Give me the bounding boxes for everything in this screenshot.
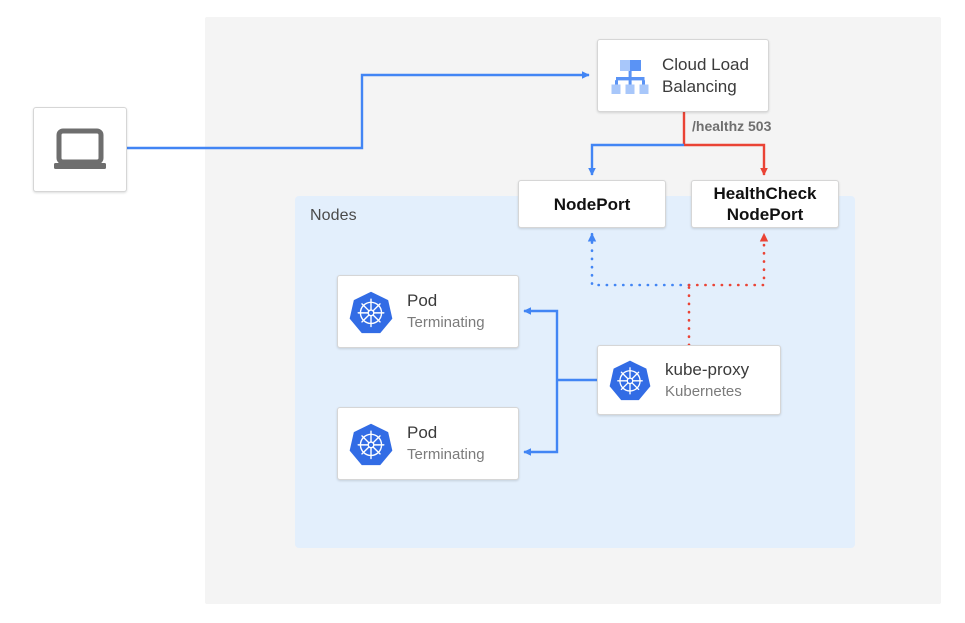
pod-1-subtitle: Terminating (407, 314, 485, 331)
laptop-icon (52, 128, 108, 172)
kubernetes-icon (349, 290, 393, 334)
kube-proxy-title: kube-proxy (665, 359, 750, 379)
cloud-load-balancing-node[interactable]: Cloud Load Balancing (597, 39, 769, 112)
kubernetes-icon (609, 359, 651, 401)
kubernetes-icon (349, 422, 393, 466)
nodeport-title: NodePort (553, 194, 631, 214)
healthcheck-nodeport-title-line2: NodePort (726, 205, 804, 224)
healthcheck-nodeport-title: HealthCheck (713, 184, 817, 203)
cloud-load-balancing-icon (608, 54, 652, 98)
pod-2-subtitle: Terminating (407, 446, 485, 463)
kube-proxy-node[interactable]: kube-proxy Kubernetes (597, 345, 781, 415)
kube-proxy-subtitle: Kubernetes (665, 382, 742, 400)
pod-node-2[interactable]: Pod Terminating (337, 407, 519, 480)
pod-node-1[interactable]: Pod Terminating (337, 275, 519, 348)
healthz-edge-label: /healthz 503 (692, 118, 772, 134)
nodes-region-label: Nodes (310, 207, 357, 224)
cloud-load-balancing-title-line2: Balancing (662, 76, 737, 96)
client-node[interactable] (33, 107, 127, 192)
healthcheck-nodeport-text: HealthCheck NodePort (714, 183, 817, 225)
pod-2-text: Pod Terminating (407, 422, 485, 465)
nodeport-node[interactable]: NodePort (518, 180, 666, 228)
pod-1-text: Pod Terminating (407, 290, 485, 333)
cloud-load-balancing-text: Cloud Load Balancing (662, 54, 749, 98)
pod-1-title: Pod (407, 291, 438, 310)
cloud-load-balancing-title: Cloud Load (662, 54, 749, 74)
pod-2-title: Pod (407, 423, 438, 442)
kube-proxy-text: kube-proxy Kubernetes (665, 359, 749, 402)
healthcheck-nodeport-node[interactable]: HealthCheck NodePort (691, 180, 839, 228)
